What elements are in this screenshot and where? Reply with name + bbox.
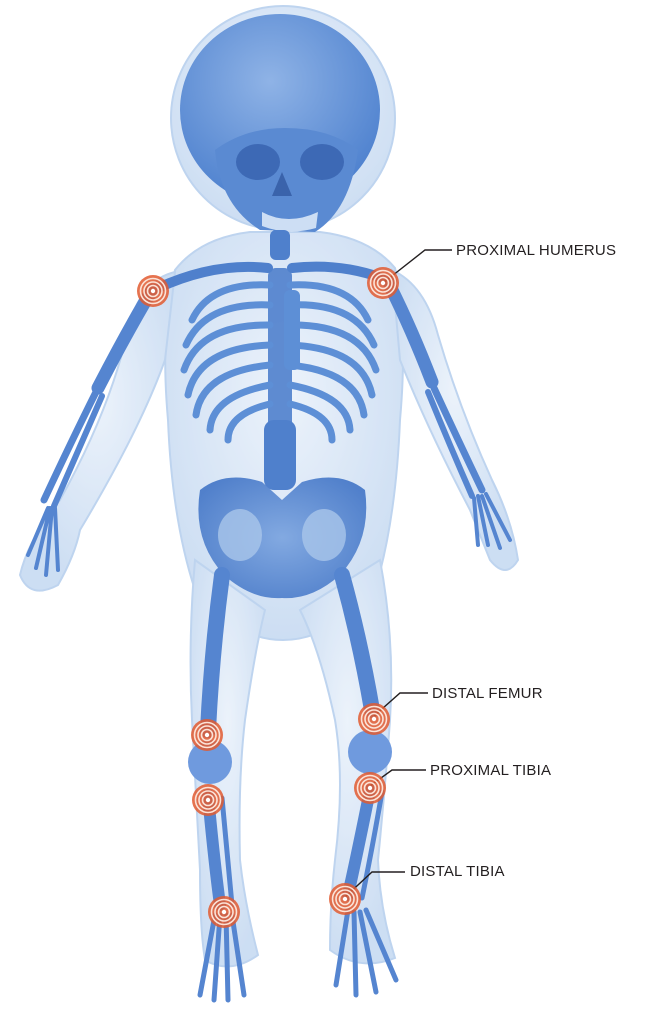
label-proximal-humerus: PROXIMAL HUMERUS [456, 242, 616, 259]
label-distal-femur: DISTAL FEMUR [432, 685, 543, 702]
marker-right-distal-tibia[interactable] [329, 883, 361, 915]
sternum [284, 290, 300, 370]
marker-right-proximal-tibia[interactable] [354, 772, 386, 804]
label-proximal-tibia: PROXIMAL TIBIA [430, 762, 551, 779]
marker-left-proximal-humerus[interactable] [137, 275, 169, 307]
marker-right-proximal-humerus[interactable] [367, 267, 399, 299]
marker-left-proximal-tibia[interactable] [192, 784, 224, 816]
marker-right-distal-femur[interactable] [358, 703, 390, 735]
marker-left-distal-tibia[interactable] [208, 896, 240, 928]
marker-left-distal-femur[interactable] [191, 719, 223, 751]
label-distal-tibia: DISTAL TIBIA [410, 863, 505, 880]
